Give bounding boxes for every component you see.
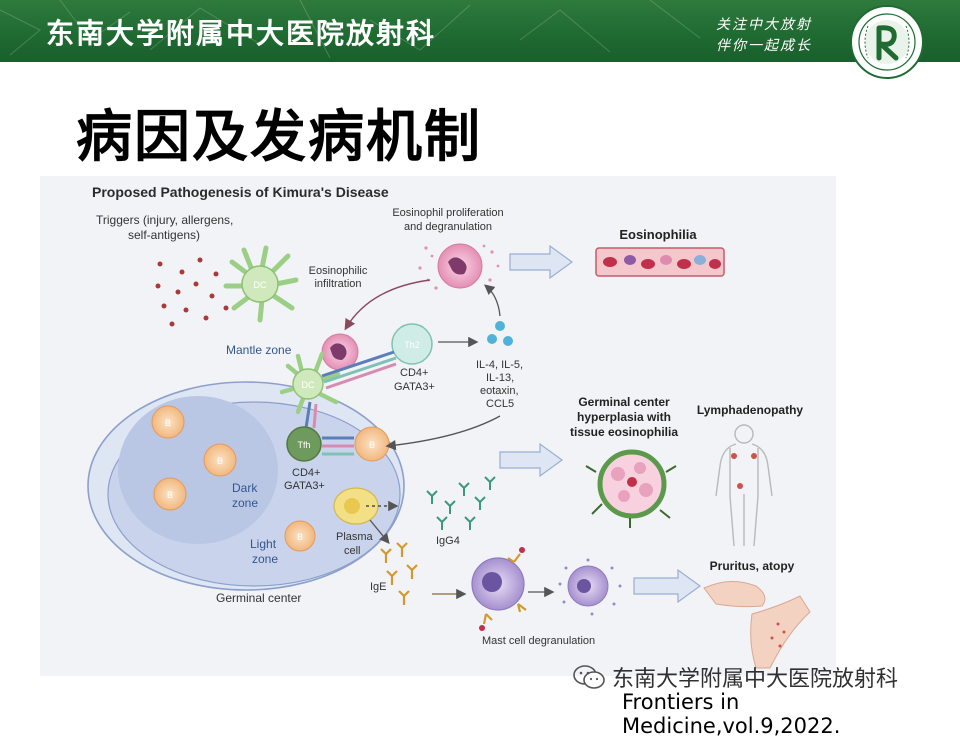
light-zone-label-line1: Light: [250, 537, 277, 551]
b-cell-label: B: [297, 532, 303, 542]
ige-antibodies: [380, 542, 418, 605]
th2-label: Th2: [404, 340, 420, 350]
b-cell: B: [284, 520, 316, 552]
arrow-cytokines-to-bcell: [385, 415, 501, 451]
igg4-antibodies: [426, 476, 496, 530]
eos-prolif-label-line2: and degranulation: [404, 221, 492, 233]
human-body-figure: [715, 424, 773, 547]
figure-title: Proposed Pathogenesis of Kimura's Diseas…: [92, 184, 389, 200]
b-cell: B: [153, 477, 187, 511]
dendritic-cell-mantle: DC: [279, 351, 341, 415]
mast-cell-label: Mast cell degranulation: [482, 635, 595, 647]
header-slogan-line2: 伴你一起成长: [716, 38, 812, 54]
watermark-text: 东南大学附属中大医院放射科: [612, 667, 899, 692]
dark-zone-label-line1: Dark: [232, 481, 258, 495]
triggers-label-line2: self-antigens): [128, 228, 200, 242]
b-cell: B: [203, 443, 237, 477]
scratching-hand-illustration: [703, 581, 811, 669]
dc-mantle-label: DC: [302, 380, 315, 390]
b-cell-label: B: [165, 418, 171, 428]
lymph-node-section: [585, 449, 677, 528]
tfh-cd4-line2: GATA3+: [284, 480, 325, 492]
tfh-label: Tfh: [297, 440, 310, 450]
b-cell: B: [354, 426, 390, 462]
blood-vessel: [595, 247, 725, 277]
cytokine-particles: [487, 321, 513, 346]
pruritus-label: Pruritus, atopy: [710, 559, 795, 573]
arrow-to-eosinophilia: [509, 244, 574, 280]
hospital-logo: [850, 5, 924, 79]
triggers-label-line1: Triggers (injury, allergens,: [96, 213, 233, 227]
tfh-cd4-line1: CD4+: [292, 467, 320, 479]
dendritic-cell-top: DC: [223, 245, 299, 323]
header-slogan-line1: 关注中大放射: [716, 17, 812, 33]
mast-cell-degranulating: [558, 558, 622, 616]
trigger-particles: [155, 257, 233, 327]
gc-hyperplasia-line3: tissue eosinophilia: [570, 425, 678, 439]
slide-title: 病因及发病机制: [76, 105, 482, 170]
banner-pattern: [0, 0, 701, 59]
b-cell-label: B: [167, 490, 173, 500]
plasma-cell-label-line2: cell: [344, 545, 361, 557]
eos-infil-label-line1: Eosinophilic: [309, 265, 368, 277]
tfh-cell: Tfh: [286, 401, 354, 462]
ige-label: IgE: [370, 581, 387, 593]
arrow-to-gc-hyperplasia: [499, 442, 564, 478]
pathogenesis-figure: Proposed Pathogenesis of Kimura's Diseas…: [40, 176, 836, 676]
cytokines-line1: IL-4, IL-5,: [476, 359, 523, 371]
pathogenesis-diagram: Proposed Pathogenesis of Kimura's Diseas…: [87, 184, 811, 669]
gc-hyperplasia-line2: hyperplasia with: [577, 410, 671, 424]
citation: Frontiers in Medicine,vol.9,2022.: [622, 690, 841, 738]
eos-infil-label-line2: infiltration: [314, 278, 361, 290]
eosinophil-degranulating: [418, 243, 500, 290]
header-banner: 东南大学附属中大医院放射科 关注中大放射 伴你一起成长: [0, 0, 960, 62]
b-cell: B: [151, 405, 185, 439]
germinal-center-label: Germinal center: [216, 591, 301, 605]
eosinophilia-label: Eosinophilia: [619, 227, 697, 242]
b-cell-label: B: [369, 440, 375, 450]
b-cell-label: B: [217, 456, 223, 466]
dc-top-label: DC: [254, 280, 267, 290]
lymph-follicle: [87, 381, 405, 591]
th2-cd4-line2: GATA3+: [394, 381, 435, 393]
eosinophil-infiltrating: [321, 333, 359, 371]
light-zone-label-line2: zone: [252, 552, 278, 566]
receptor-interaction: [321, 350, 397, 390]
dark-zone-label-line2: zone: [232, 496, 258, 510]
mast-cell: [471, 547, 527, 631]
wechat-icon: [573, 665, 605, 689]
cytokines-line3: eotaxin,: [480, 385, 519, 397]
lymphadenopathy-label: Lymphadenopathy: [697, 403, 804, 417]
header-title: 东南大学附属中大医院放射科: [46, 17, 437, 50]
arrow-to-pruritus: [633, 568, 702, 604]
cytokines-line4: CCL5: [486, 398, 514, 410]
cytokines-line2: IL-13,: [486, 372, 514, 384]
plasma-cell-label-line1: Plasma: [336, 531, 374, 543]
arrow-eos-to-infiltration: [344, 279, 431, 331]
th2-cd4-line1: CD4+: [400, 367, 428, 379]
mantle-zone-label: Mantle zone: [226, 343, 292, 357]
gc-hyperplasia-line1: Germinal center: [578, 395, 670, 409]
arrow-cytokines-to-eos: [484, 284, 501, 317]
plasma-cell: [333, 487, 399, 545]
igg4-label: IgG4: [436, 535, 460, 547]
th2-cell: Th2: [391, 323, 433, 365]
eos-prolif-label-line1: Eosinophil proliferation: [392, 207, 503, 219]
